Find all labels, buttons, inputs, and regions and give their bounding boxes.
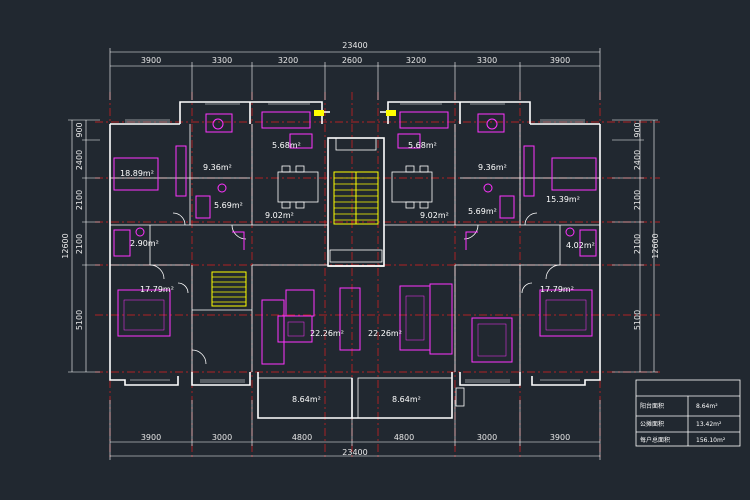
room-area-labels: 18.89m² 9.36m² 5.69m² 5.68m² 9.02m² 2.90… (120, 141, 595, 404)
dim-right-seg-4: 2100 (633, 234, 642, 254)
area-balcony-right: 8.64m² (392, 395, 421, 404)
dim-right-seg-3: 2100 (633, 190, 642, 210)
area-balcony-left: 8.64m² (292, 395, 321, 404)
dim-left-seg-5: 5100 (75, 310, 84, 330)
area-living-right: 22.26m² (368, 329, 402, 338)
area-bath-right: 9.36m² (478, 163, 507, 172)
furniture (113, 111, 597, 365)
dim-top-seg-1: 3900 (141, 56, 161, 65)
dim-bottom-seg-1: 3900 (141, 433, 161, 442)
legend-value-balcony: 8.64m² (696, 403, 718, 410)
legend-value-shared: 13.42m² (696, 421, 722, 428)
dim-left-seg-4: 2100 (75, 234, 84, 254)
dim-left-total: 12600 (61, 233, 70, 258)
legend-label-total: 每户总面积 (640, 436, 670, 444)
area-toilet-left: 5.69m² (214, 201, 243, 210)
dim-top-seg-6: 3300 (477, 56, 497, 65)
dim-right-total: 12600 (651, 233, 660, 258)
dim-top-seg-7: 3900 (550, 56, 570, 65)
dim-top-seg-5: 3200 (406, 56, 426, 65)
area-summary-table: 阳台面积 8.64m² 公摊面积 13.42m² 每户总面积 156.10m² (635, 379, 741, 447)
axis-grid (95, 92, 660, 460)
legend-value-total: 156.10m² (696, 437, 726, 444)
dim-right-seg-5: 5100 (633, 310, 642, 330)
area-toilet-right: 5.69m² (468, 207, 497, 216)
area-kitchen-right: 5.68m² (408, 141, 437, 150)
area-dining-left: 9.02m² (265, 211, 294, 220)
area-living-left: 22.26m² (310, 329, 344, 338)
dim-left-seg-2: 2400 (75, 150, 84, 170)
dim-top-total: 23400 (342, 41, 367, 50)
dim-left-seg-1: 900 (75, 122, 84, 137)
dim-bottom-seg-6: 3900 (550, 433, 570, 442)
area-bedroom-bottom-left: 17.79m² (140, 285, 174, 294)
dim-top-seg-4: 2600 (342, 56, 362, 65)
dim-bottom-total: 23400 (342, 448, 367, 457)
legend-label-shared: 公摊面积 (640, 420, 664, 428)
dim-bottom-seg-4: 4800 (394, 433, 414, 442)
area-bedroom-bottom-right: 17.79m² (540, 285, 574, 294)
dim-bottom-seg-3: 4800 (292, 433, 312, 442)
dim-bottom-seg-5: 3000 (477, 433, 497, 442)
dimension-lines (68, 48, 658, 460)
area-wc-right: 4.02m² (566, 241, 595, 250)
area-wc-left: 2.90m² (130, 239, 159, 248)
dim-left-seg-3: 2100 (75, 190, 84, 210)
legend-label-balcony: 阳台面积 (640, 402, 664, 410)
area-dining-right: 9.02m² (420, 211, 449, 220)
dim-top-seg-2: 3300 (212, 56, 232, 65)
dim-top-seg-3: 3200 (278, 56, 298, 65)
dimension-labels: 23400 3900 3300 3200 2600 3200 3300 3900… (61, 41, 660, 457)
area-bedroom-top-left: 18.89m² (120, 169, 154, 178)
area-kitchen-left: 5.68m² (272, 141, 301, 150)
walls (109, 101, 601, 419)
area-bath-left: 9.36m² (203, 163, 232, 172)
dim-right-seg-1: 900 (633, 122, 642, 137)
area-bedroom-top-right: 15.39m² (546, 195, 580, 204)
dim-bottom-seg-2: 3000 (212, 433, 232, 442)
stair-treads (211, 110, 396, 307)
dim-right-seg-2: 2400 (633, 150, 642, 170)
